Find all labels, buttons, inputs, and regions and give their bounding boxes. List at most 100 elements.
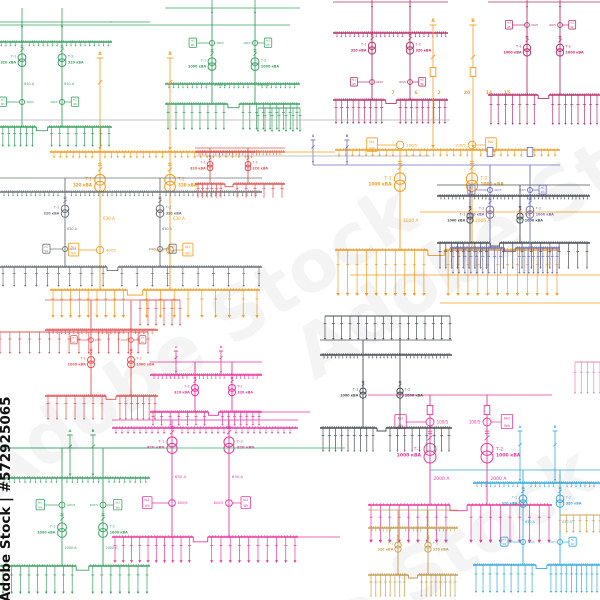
svg-text:Wh: Wh: [503, 543, 507, 546]
svg-text:B: B: [92, 429, 95, 433]
svg-text:320 кВА: 320 кВА: [351, 49, 367, 53]
svg-text:Wh: Wh: [38, 506, 43, 510]
svg-text:Т-1: Т-1: [79, 357, 85, 361]
svg-text:Wh: Wh: [507, 26, 511, 29]
svg-text:B: B: [554, 425, 557, 429]
svg-text:Wh: Wh: [191, 44, 195, 47]
svg-text:Т-1: Т-1: [413, 447, 421, 453]
svg-text:B: B: [220, 345, 222, 349]
svg-text:630 A: 630 A: [67, 227, 78, 231]
svg-text:400/5: 400/5: [26, 100, 34, 104]
svg-text:6: 6: [414, 90, 417, 96]
svg-text:100/5: 100/5: [455, 142, 466, 147]
svg-text:630 A: 630 A: [24, 82, 35, 86]
svg-text:№2: №2: [243, 498, 248, 502]
svg-text:№1: №1: [398, 417, 404, 421]
svg-text:320 кВА: 320 кВА: [237, 391, 253, 395]
feeder-comb: [0, 331, 150, 354]
svg-text:B: B: [346, 134, 349, 138]
svg-text:400/5: 400/5: [399, 81, 406, 84]
svg-text:№2: №2: [73, 98, 77, 101]
svg-text:A: A: [312, 134, 315, 138]
svg-text:320 кВА: 320 кВА: [377, 548, 393, 552]
svg-text:Wh: Wh: [504, 424, 510, 428]
svg-text:400/5: 400/5: [149, 247, 157, 251]
svg-text:320 кВА: 320 кВА: [44, 212, 60, 216]
svg-text:Т-2: Т-2: [524, 213, 530, 217]
svg-text:320 кВА: 320 кВА: [416, 49, 432, 53]
svg-text:100/5: 100/5: [406, 142, 417, 147]
svg-text:A: A: [431, 18, 435, 24]
svg-text:A: A: [98, 51, 102, 57]
svg-text:№1: №1: [71, 245, 76, 249]
svg-text:400/5: 400/5: [121, 339, 128, 342]
svg-text:400/5: 400/5: [494, 188, 502, 192]
svg-text:Т-2: Т-2: [404, 388, 410, 392]
svg-text:400/5: 400/5: [67, 503, 76, 507]
svg-text:Т-1: Т-1: [200, 59, 206, 63]
svg-text:320 кВА: 320 кВА: [147, 445, 165, 450]
svg-text:100/5: 100/5: [437, 419, 449, 424]
svg-text:Т-2: Т-2: [251, 161, 257, 165]
svg-text:320 кВА: 320 кВА: [190, 167, 206, 171]
svg-text:Т-2: Т-2: [109, 525, 115, 529]
svg-text:20: 20: [464, 90, 470, 96]
svg-text:7: 7: [391, 90, 394, 96]
breaker-symbol: [483, 405, 491, 415]
feeder-comb: [256, 107, 302, 132]
svg-text:400/5: 400/5: [527, 540, 535, 544]
svg-text:№2: №2: [420, 79, 424, 82]
svg-text:A: A: [69, 429, 72, 433]
svg-text:1000 кВА: 1000 кВА: [405, 394, 424, 398]
svg-text:2000 A: 2000 A: [214, 83, 227, 87]
svg-text:400/5: 400/5: [376, 81, 383, 84]
svg-text:Wh: Wh: [570, 26, 574, 29]
svg-text:Wh: Wh: [352, 83, 356, 86]
svg-text:1000 A: 1000 A: [403, 218, 418, 224]
svg-text:2000 A: 2000 A: [257, 83, 270, 87]
svg-text:A: A: [519, 425, 522, 429]
svg-text:Wh: Wh: [398, 424, 404, 428]
svg-text:400/5: 400/5: [531, 24, 538, 27]
svg-text:320 кВА: 320 кВА: [178, 183, 198, 188]
svg-text:2000 A: 2000 A: [475, 218, 490, 224]
svg-text:№1: №1: [44, 246, 48, 249]
svg-text:№1: №1: [145, 498, 150, 502]
svg-text:Т-1: Т-1: [49, 525, 55, 529]
svg-text:600/5: 600/5: [178, 501, 188, 505]
svg-text:Т-2: Т-2: [495, 447, 503, 453]
svg-text:320 кВА: 320 кВА: [73, 183, 93, 188]
svg-text:320 кВА: 320 кВА: [566, 502, 582, 506]
svg-text:Wh: Wh: [141, 342, 145, 344]
svg-text:Wh: Wh: [145, 504, 150, 508]
svg-text:№1: №1: [1, 98, 5, 101]
svg-text:Wh: Wh: [45, 250, 49, 253]
svg-text:Т-1: Т-1: [157, 439, 165, 444]
svg-text:320 кВА: 320 кВА: [433, 548, 449, 552]
svg-text:№2: №2: [488, 140, 494, 144]
svg-text:Т-2: Т-2: [415, 43, 421, 47]
svg-text:630 A: 630 A: [173, 216, 185, 221]
svg-text:1000 кВА: 1000 кВА: [481, 182, 505, 188]
svg-text:1000 кВА: 1000 кВА: [447, 219, 466, 223]
svg-text:Wh: Wh: [243, 504, 248, 508]
svg-text:1000 кВА: 1000 кВА: [397, 453, 422, 459]
feeder-comb: [573, 361, 600, 394]
svg-text:600/5: 600/5: [214, 501, 224, 505]
svg-text:№1: №1: [502, 539, 506, 542]
svg-text:630 A: 630 A: [525, 520, 536, 524]
svg-text:320 кВА: 320 кВА: [68, 61, 84, 65]
svg-text:1000 кВА: 1000 кВА: [136, 363, 155, 367]
svg-text:320 кВА: 320 кВА: [0, 61, 16, 65]
svg-text:Т-2: Т-2: [432, 542, 438, 546]
svg-text:Т-1: Т-1: [352, 388, 358, 392]
svg-text:B: B: [168, 51, 172, 57]
svg-text:№2: №2: [571, 539, 575, 542]
